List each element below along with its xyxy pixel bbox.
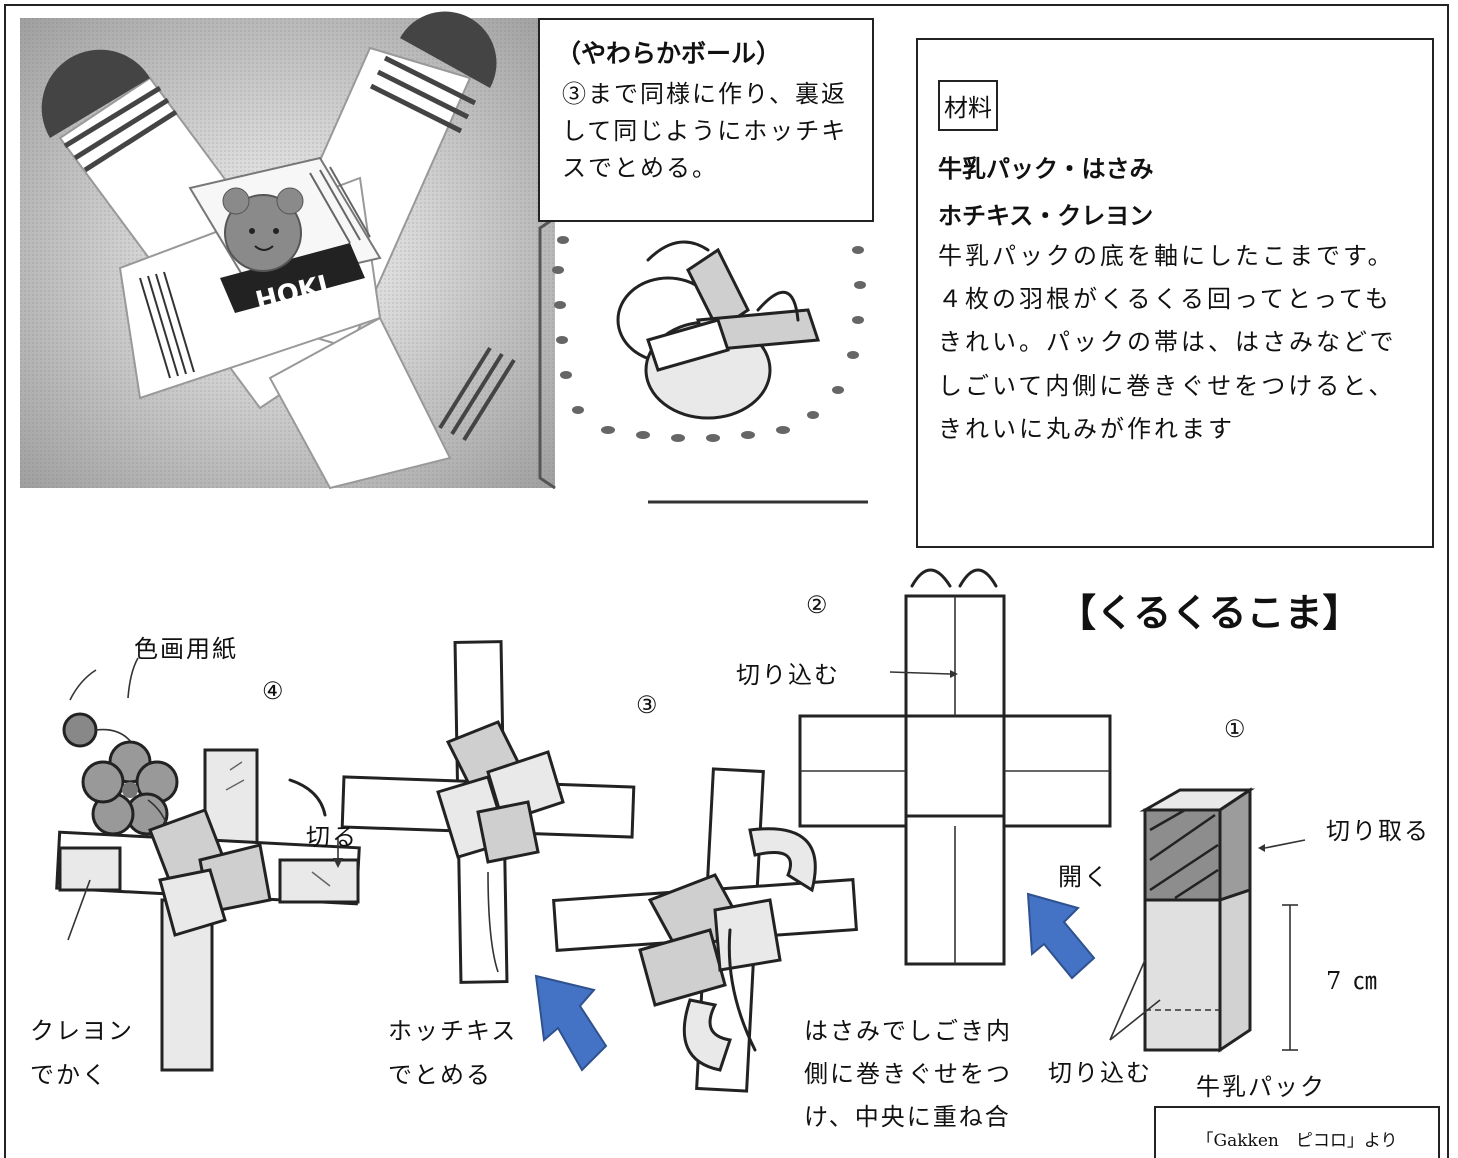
soft-ball-illustration <box>552 236 868 504</box>
cut-in-label-1: 切り込む <box>1048 1059 1152 1087</box>
step-4-number: ④ <box>262 677 286 705</box>
squeeze-note: はさみでしごき内側に巻きぐせをつけ、中央に重ね合 <box>804 1017 1012 1132</box>
staple-label-1: ホッチキス <box>388 1017 518 1045</box>
step-2-illustration <box>798 568 1112 966</box>
crayon-label-1: クレヨン <box>30 1017 134 1045</box>
step-2-number: ② <box>806 591 830 619</box>
step-1-number: ① <box>1224 715 1248 743</box>
credit-box: 「Gakken ピコロ」より <box>1154 1106 1440 1158</box>
materials-line-1: 牛乳パック・はさみ <box>938 155 1154 183</box>
materials-description: 牛乳パックの底を軸にしたこまです。４枚の羽根がくるくる回ってとってもきれい。パッ… <box>938 242 1397 443</box>
cut-label: 切る <box>306 823 358 851</box>
staple-label-2: でとめる <box>388 1061 492 1089</box>
stapled-cross-illustration <box>340 640 636 984</box>
crayon-label-2: でかく <box>30 1061 108 1089</box>
step-1-illustration <box>1109 787 1306 1053</box>
materials-box: 材料 牛乳パック・はさみ ホチキス・クレヨン 牛乳パックの底を軸にしたこまです。… <box>916 38 1434 548</box>
seven-cm-label: 7 ㎝ <box>1326 967 1379 995</box>
page-title: 【くるくるこま】 <box>1058 591 1361 635</box>
step-3-illustration <box>552 767 858 1093</box>
credit-text: 「Gakken ピコロ」より <box>1196 1131 1398 1151</box>
milk-pack-label: 牛乳パック <box>1196 1073 1326 1101</box>
open-label: 開く <box>1058 863 1110 891</box>
colored-paper-label: 色画用紙 <box>134 635 238 663</box>
materials-label-box: 材料 <box>938 80 998 131</box>
soft-ball-photo: HOKI <box>20 11 556 490</box>
cut-in-label-2: 切り込む <box>736 661 840 689</box>
materials-label: 材料 <box>944 94 992 122</box>
soft-ball-title: （やわらかボール） <box>556 39 782 68</box>
soft-ball-box: （やわらかボール） ③まで同様に作り、裏返して同じようにホッチキスでとめる。 <box>538 18 874 222</box>
soft-ball-body: ③まで同様に作り、裏返して同じようにホッチキスでとめる。 <box>562 80 848 183</box>
materials-line-2: ホチキス・クレヨン <box>938 202 1154 230</box>
page-border <box>4 4 1449 1158</box>
arrow-icon-left <box>534 974 608 1072</box>
cut-off-label: 切り取る <box>1326 817 1430 845</box>
step-4-illustration <box>55 657 361 1072</box>
step-3-number: ③ <box>636 691 660 719</box>
arrow-icon-right <box>1026 892 1096 980</box>
